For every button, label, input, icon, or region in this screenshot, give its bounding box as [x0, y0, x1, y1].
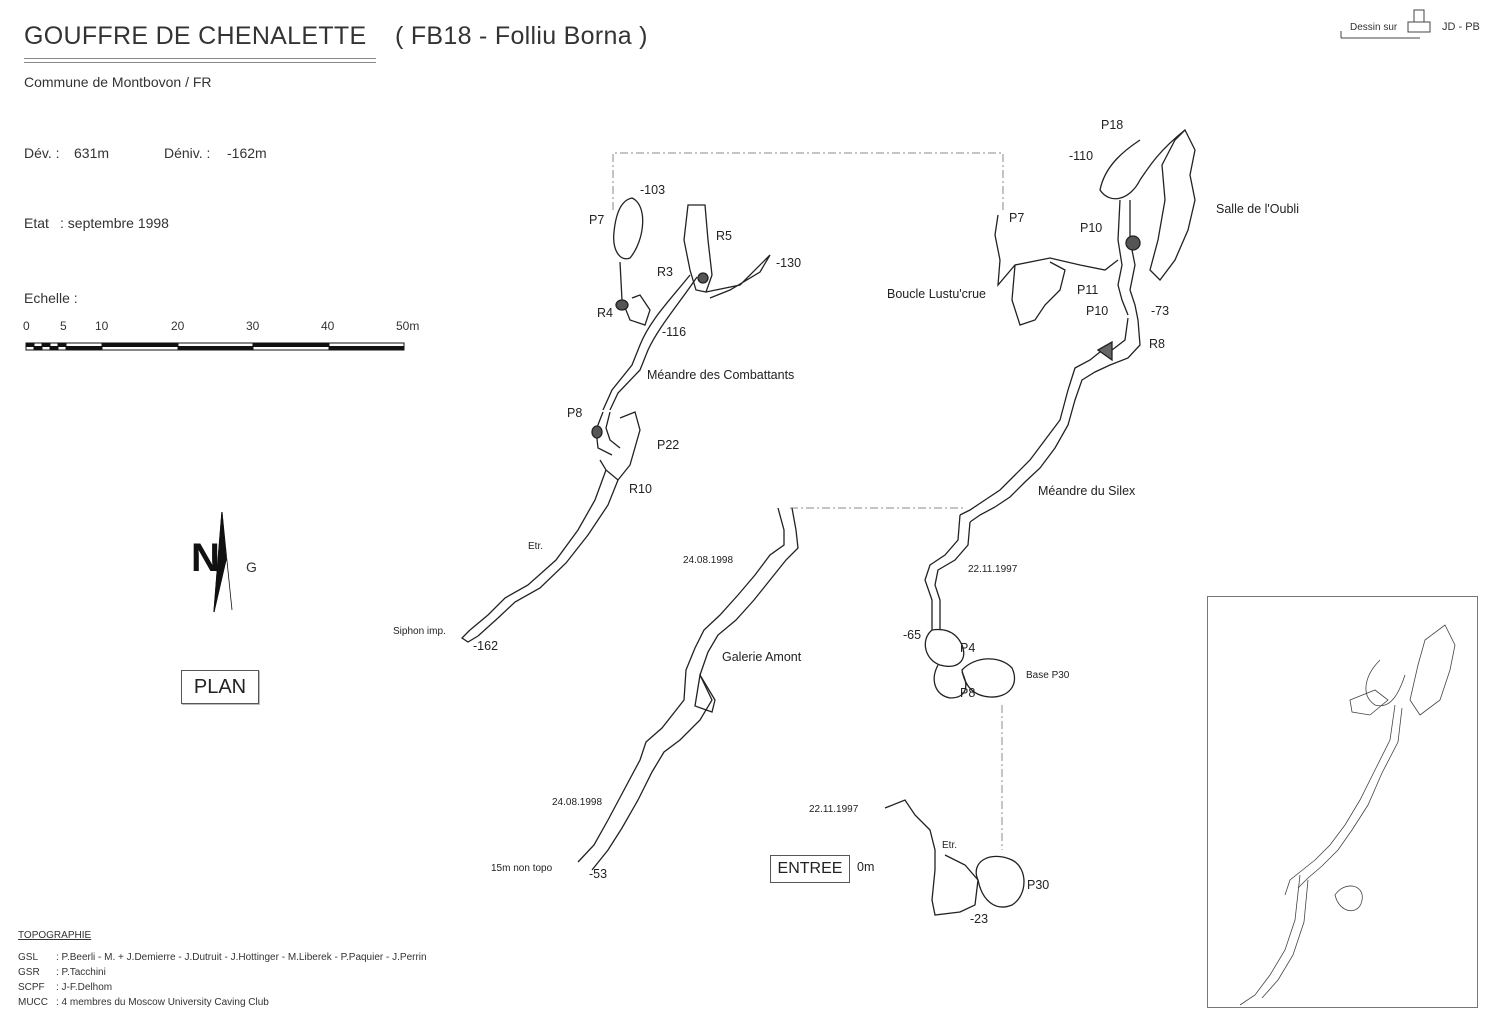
pitch-label: P7 — [589, 213, 605, 227]
club-code: MUCC — [18, 997, 48, 1008]
plan-label: PLAN — [181, 670, 259, 704]
commune-label: Commune de Montbovon / FR — [24, 74, 212, 90]
topography-row: SCPF : J-F.Delhom — [18, 982, 112, 993]
note-label: Etr. — [942, 840, 958, 851]
depth-label: -162 — [473, 639, 499, 653]
pitch-label: P10 — [1086, 304, 1109, 318]
club-members: : J-F.Delhom — [56, 982, 113, 993]
computer-icon — [1340, 9, 1431, 39]
topography-row: MUCC : 4 membres du Moscow University Cav… — [18, 997, 269, 1008]
club-members: : 4 membres du Moscow University Caving … — [56, 997, 269, 1008]
passage-silex — [924, 128, 1196, 699]
passage-name: Méandre du Silex — [1038, 484, 1136, 498]
topography-heading: TOPOGRAPHIE — [18, 930, 92, 941]
scale-label: Echelle : — [24, 290, 78, 306]
note-label: Siphon imp. — [393, 626, 446, 637]
dev-value: 631m — [74, 145, 110, 161]
scale-tick-0: 0 — [23, 319, 30, 333]
scale-tick-40: 40 — [321, 319, 335, 333]
scale-bar — [25, 342, 405, 351]
title-underline-2 — [24, 62, 376, 63]
entrance-label: ENTREE — [770, 855, 850, 883]
note-label: Etr. — [528, 541, 544, 552]
inset-overview-drawing — [1239, 624, 1456, 1006]
passage-name: Galerie Amont — [722, 650, 802, 664]
drawn-on-label: Dessin sur — [1350, 22, 1398, 33]
scale-tick-50m: 50m — [396, 319, 420, 333]
date-label: 24.08.1998 — [552, 797, 603, 808]
scale-tick-5: 5 — [60, 319, 67, 333]
date-label: 22.11.1997 — [809, 804, 859, 815]
pitch-label: R8 — [1149, 337, 1165, 351]
pitch-label: P7 — [1009, 211, 1025, 225]
scale-tick-20: 20 — [171, 319, 185, 333]
pitch-label: R3 — [657, 265, 673, 279]
passage-name: Méandre des Combattants — [647, 368, 795, 382]
passage-name: Boucle Lustu'crue — [887, 287, 986, 301]
north-arrow-icon — [213, 511, 233, 613]
passage-name: Salle de l'Oubli — [1216, 202, 1299, 216]
connection-lines — [612, 152, 1004, 850]
depth-label: -65 — [903, 628, 922, 642]
note-label: 15m non topo — [491, 863, 553, 874]
etat-value: : septembre 1998 — [60, 215, 169, 231]
club-code: GSR — [18, 967, 40, 978]
depth-label: -23 — [970, 912, 989, 926]
pitch-label: R4 — [597, 306, 613, 320]
passage-combattants — [460, 197, 771, 643]
depth-label: -103 — [640, 183, 666, 197]
pitch-label: P8 — [960, 686, 976, 700]
depth-label: -116 — [662, 325, 687, 339]
club-members: : P.Beerli - M. + J.Demierre - J.Dutruit… — [56, 952, 427, 963]
topography-row: GSL : P.Beerli - M. + J.Demierre - J.Dutr… — [18, 952, 427, 963]
topography-row: GSR : P.Tacchini — [18, 967, 106, 978]
title-underline — [24, 58, 376, 59]
pitch-label: P22 — [657, 438, 680, 452]
pitch-label: P30 — [1027, 878, 1050, 892]
pitch-label: P4 — [960, 641, 976, 655]
deniv-value: -162m — [227, 145, 267, 161]
north-letter: N — [191, 536, 220, 580]
grid-letter: G — [246, 559, 257, 575]
dev-label: Dév. : — [24, 145, 60, 161]
pitch-label: R5 — [716, 229, 732, 243]
deniv-label: Déniv. : — [164, 145, 211, 161]
inset-overview — [1207, 596, 1478, 1008]
scale-tick-30: 30 — [246, 319, 260, 333]
date-label: 22.11.1997 — [968, 564, 1018, 575]
passage-entree — [884, 799, 1025, 916]
pitch-label: P8 — [567, 406, 583, 420]
pitch-label: P11 — [1077, 283, 1099, 297]
pitch-label: P18 — [1101, 118, 1124, 132]
map-title: GOUFFRE DE CHENALETTE ( FB18 - Folliu Bo… — [24, 22, 648, 51]
pitch-label: R10 — [629, 482, 652, 496]
depth-label: -53 — [589, 867, 608, 881]
etat-label: Etat — [24, 215, 49, 231]
pitch-label: P10 — [1080, 221, 1103, 235]
depth-label: -73 — [1151, 304, 1170, 318]
cave-name: GOUFFRE DE CHENALETTE — [24, 22, 367, 50]
passage-galerie-amont — [577, 507, 799, 871]
authors-label: JD - PB — [1442, 21, 1480, 33]
club-code: GSL — [18, 952, 39, 963]
depth-label: -110 — [1069, 149, 1094, 163]
depth-label: 0m — [857, 860, 875, 874]
depth-label: -130 — [776, 256, 802, 270]
club-members: : P.Tacchini — [56, 967, 106, 978]
club-code: SCPF — [18, 982, 45, 993]
note-label: Base P30 — [1026, 670, 1070, 681]
date-label: 24.08.1998 — [683, 555, 734, 566]
cave-code: ( FB18 - Folliu Borna ) — [394, 22, 648, 50]
scale-tick-10: 10 — [95, 319, 109, 333]
